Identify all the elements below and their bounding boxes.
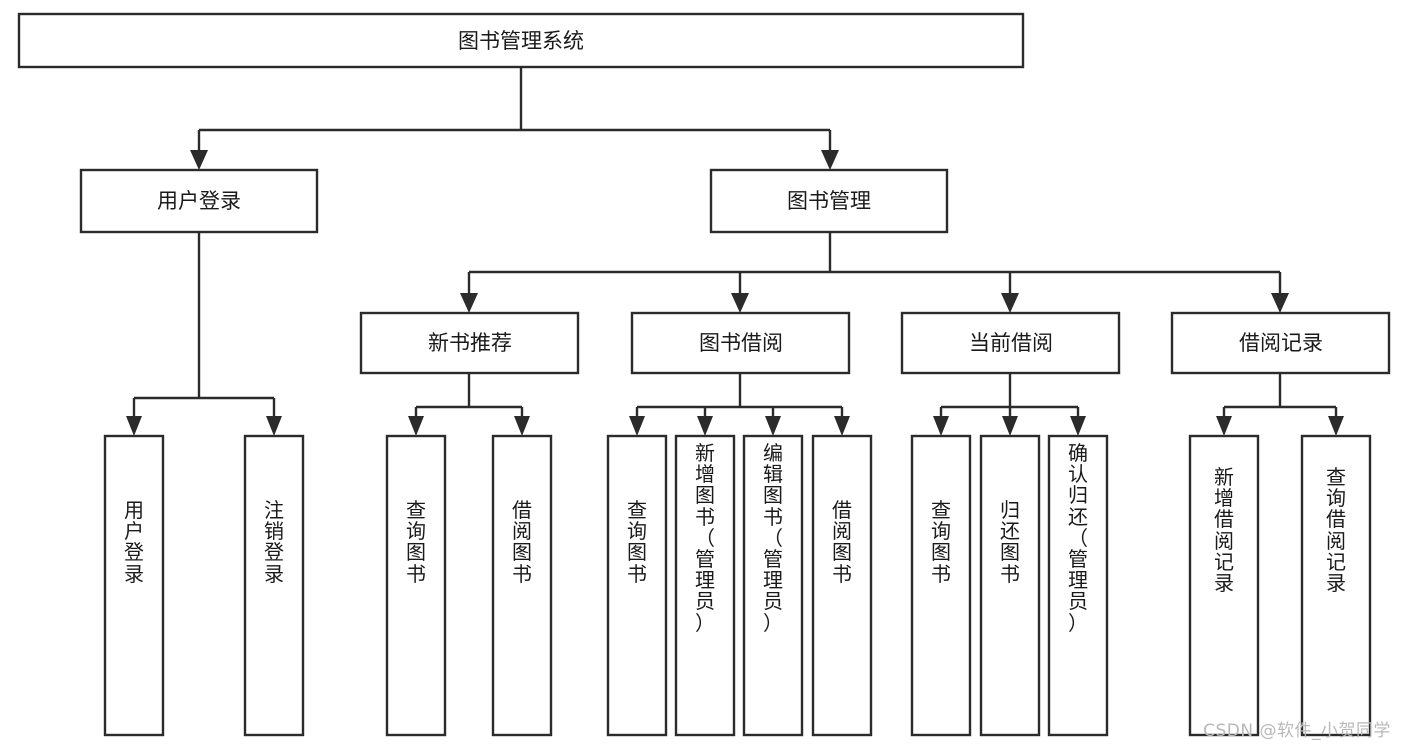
- node-user-login-box[interactable]: [79, 168, 319, 234]
- node-leaf-borrow-book-2-box[interactable]: [811, 434, 873, 737]
- node-borrow-record-box[interactable]: [1170, 311, 1391, 375]
- arrowhead-add-book: [697, 416, 713, 436]
- arrowhead-current-borrow: [1001, 293, 1019, 313]
- arrowhead-borrow-book-2: [834, 416, 850, 436]
- node-book-manage-label: 图书管理: [787, 189, 871, 213]
- arrowhead-return-book: [1002, 416, 1018, 436]
- arrowhead-book-manage: [821, 150, 839, 170]
- arrowhead-borrow-book-1: [514, 416, 530, 436]
- node-book-manage-box[interactable]: [709, 168, 949, 234]
- node-new-book-rec-label: 新书推荐: [428, 331, 512, 355]
- node-root-box[interactable]: [17, 12, 1025, 69]
- arrowhead-query-record: [1328, 416, 1344, 436]
- arrowhead-leaf-logout: [266, 416, 282, 436]
- node-leaf-logout-box[interactable]: [243, 434, 305, 737]
- node-leaf-borrow-book-1-box[interactable]: [491, 434, 553, 737]
- node-leaf-add-record-box[interactable]: [1188, 434, 1260, 737]
- arrowhead-borrow-record: [1271, 293, 1289, 313]
- node-leaf-add-book-box[interactable]: [674, 434, 736, 737]
- node-book-borrow-label: 图书借阅: [699, 331, 783, 355]
- node-leaf-query-book-3-box[interactable]: [910, 434, 972, 737]
- node-leaf-edit-book-box[interactable]: [742, 434, 804, 737]
- arrowhead-query-book-2: [629, 416, 645, 436]
- arrowhead-query-book-3: [933, 416, 949, 436]
- node-leaf-query-record-box[interactable]: [1300, 434, 1372, 737]
- arrowhead-user-login: [190, 150, 208, 170]
- node-leaf-query-book-2-box[interactable]: [606, 434, 668, 737]
- connectors: [126, 67, 1344, 436]
- arrowhead-book-borrow: [731, 293, 749, 313]
- node-current-borrow-box[interactable]: [900, 311, 1121, 375]
- arrowhead-query-book-1: [408, 416, 424, 436]
- arrowhead-add-record: [1216, 416, 1232, 436]
- csdn-watermark: CSDN @软件_小贺同学: [1203, 721, 1391, 741]
- node-new-book-rec-box[interactable]: [359, 311, 580, 375]
- node-leaf-confirm-return-box[interactable]: [1047, 434, 1109, 737]
- arrowhead-leaf-user-login: [126, 416, 142, 436]
- node-user-login-label: 用户登录: [157, 189, 241, 213]
- node-book-borrow-box[interactable]: [630, 311, 851, 375]
- node-leaf-user-login-box[interactable]: [103, 434, 165, 737]
- node-current-borrow-label: 当前借阅: [969, 331, 1053, 355]
- arrowhead-edit-book: [765, 416, 781, 436]
- node-root-label: 图书管理系统: [458, 29, 584, 53]
- arrowhead-confirm-return: [1070, 416, 1086, 436]
- node-borrow-record-label: 借阅记录: [1239, 331, 1323, 355]
- nodes: 图书管理系统 用户登录 图书管理 新书推荐 图书借阅 当前借阅 借阅记录: [17, 12, 1391, 737]
- arrowhead-new-book-rec: [460, 293, 478, 313]
- node-leaf-return-book-box[interactable]: [979, 434, 1041, 737]
- node-leaf-query-book-1-box[interactable]: [385, 434, 447, 737]
